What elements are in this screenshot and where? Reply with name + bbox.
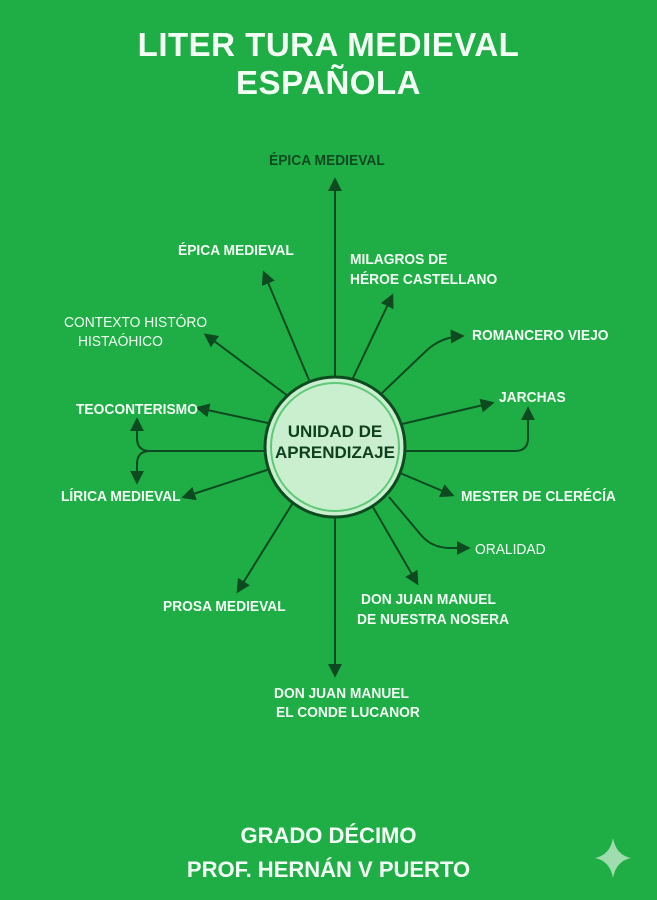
node-bottom-line2: EL CONDE LUCANOR <box>276 704 420 721</box>
node-contexto-line2: HISTAÓHICO <box>78 333 163 350</box>
center-line1: UNIDAD DE <box>287 422 383 441</box>
node-upper-right-line2: HÉROE CASTELLANO <box>350 271 498 288</box>
node-upper-right-line1: MILAGROS DE <box>350 251 448 268</box>
arrow-mester <box>399 472 455 498</box>
node-romancero: ROMANCERO VIEJO <box>472 327 609 344</box>
footer-teacher: PROF. HERNÁN V PUERTO <box>186 857 471 882</box>
node-jarchas: JARCHAS <box>499 389 566 406</box>
center-ring <box>263 375 407 519</box>
arrow-jarchas <box>401 398 495 425</box>
node-oralidad: ORALIDAD <box>475 541 546 558</box>
arrow-lirica <box>181 468 271 501</box>
arrow-oralidad <box>388 496 471 555</box>
arrow-contexto <box>203 333 289 397</box>
node-mester: MESTER DE CLERÉCÍA <box>461 488 616 505</box>
arrow-prosa <box>236 500 295 594</box>
node-donjuan-right-line1: DON JUAN MANUEL <box>361 591 496 608</box>
center-line2: APRENDIZAJE <box>275 443 395 462</box>
arrow-donjuan-right <box>369 501 419 586</box>
arrow-romancero <box>381 329 465 394</box>
center-node: UNIDAD DE APRENDIZAJE <box>268 421 402 463</box>
node-top: ÉPICA MEDIEVAL <box>269 152 385 169</box>
arrow-lirica-branch <box>130 450 151 485</box>
sparkle-icon <box>595 838 631 878</box>
center-inner-ring <box>270 382 400 512</box>
node-donjuan-right-line2: DE NUESTRA NOSERA <box>357 611 510 628</box>
node-upper-left: ÉPICA MEDIEVAL <box>178 242 294 259</box>
arrow-upper-left <box>261 270 310 381</box>
page-title-line2: ESPAÑOLA <box>236 64 421 101</box>
node-bottom-line1: DON JUAN MANUEL <box>274 685 409 702</box>
arrow-upper-right <box>351 293 394 381</box>
arrow-teocentrismo <box>195 403 269 424</box>
arrow-teocentrismo-branch <box>130 417 266 452</box>
footer-grade: GRADO DÉCIMO <box>240 823 417 848</box>
node-prosa: PROSA MEDIEVAL <box>163 598 286 615</box>
node-contexto-line1: CONTEXTO HISTÓRO <box>64 314 208 331</box>
page-title-line1: LITER TURA MEDIEVAL <box>137 26 520 63</box>
node-teocentrismo: TEOCONTERISMO <box>76 401 198 418</box>
node-lirica: LÍRICA MEDIEVAL <box>61 488 181 505</box>
arrow-jarchas-branch <box>404 406 535 452</box>
